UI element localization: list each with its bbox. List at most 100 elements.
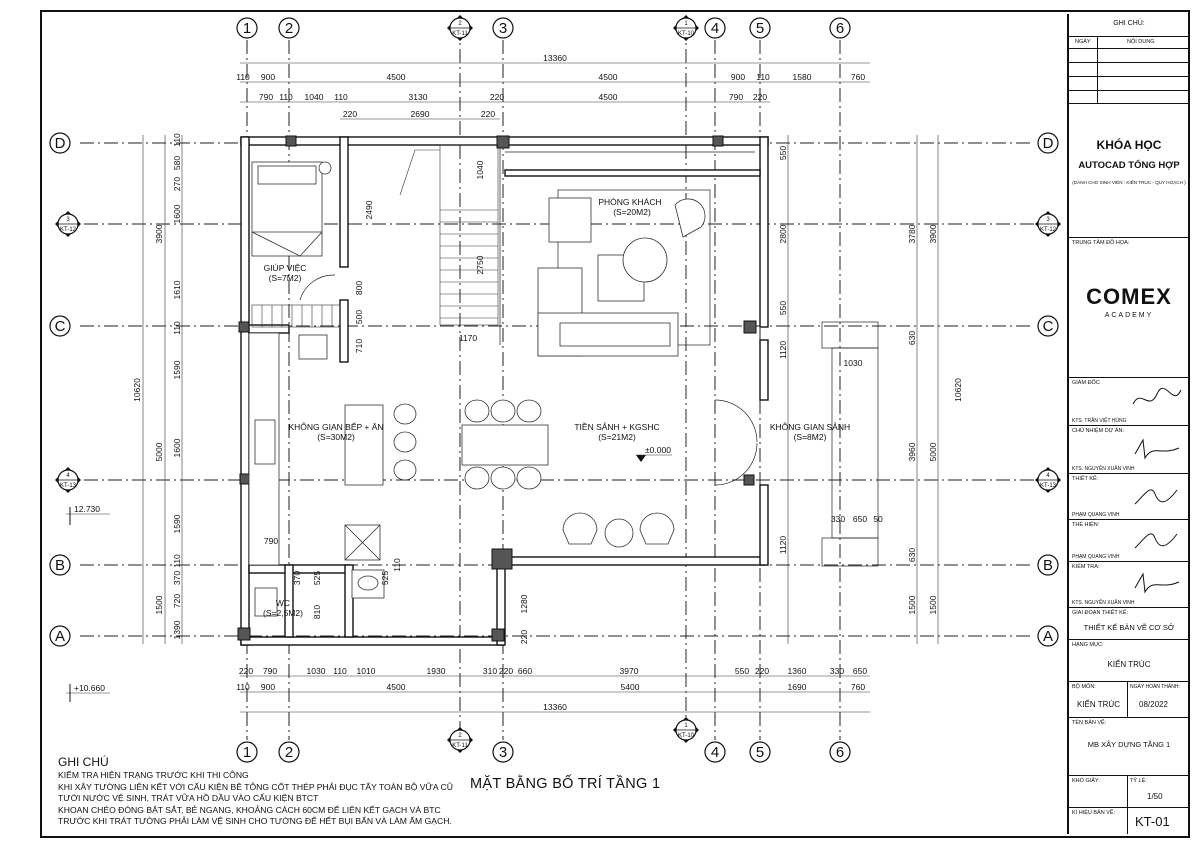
svg-text:4500: 4500 [599,92,618,102]
room-name: GIÚP VIỆC [264,263,307,273]
drawing-title: MẶT BẰNG BỐ TRÍ TẦNG 1 [470,776,661,792]
stairs [251,144,499,328]
svg-text:3900: 3900 [154,224,164,243]
axis-5-top: 5 [749,17,771,39]
dimensions-left: 10620 3900 5000 1500 110 580 270 1600 16… [132,133,183,644]
bed [251,161,323,257]
svg-text:110: 110 [756,72,770,82]
svg-text:550: 550 [735,666,749,676]
section-markers: 2KT-11 1KT-10 2KT-11 1KT-10 3KT-12 3KT-1… [55,15,1061,753]
svg-text:2750: 2750 [475,255,485,274]
svg-text:550: 550 [778,301,788,315]
svg-text:760: 760 [851,682,865,692]
svg-text:3970: 3970 [620,666,639,676]
note-line: KHI XÂY TƯỜNG LIÊN KẾT VỚI CẤU KIỆN BÊ T… [58,781,453,792]
room-name: PHÒNG KHÁCH [598,197,661,207]
columns [237,135,757,642]
svg-text:220: 220 [519,630,529,644]
dining-table [461,399,549,490]
dimensions-right: 10620 3780 3960 1500 3900 5000 1500 550 … [778,135,963,644]
drafter-cell: THỂ HIỆN: PHẠM QUANG VINH [1069,520,1189,562]
section-mark-1-top: 1KT-10 [673,15,699,41]
axis-markers-number: 1 2 3 4 5 6 1 2 3 4 5 6 [236,17,851,763]
axis-1-bottom: 1 [236,741,258,763]
svg-text:1590: 1590 [172,514,182,533]
svg-text:370: 370 [172,571,182,585]
checker-cell: KIỂM TRA: KTS. NGUYỄN XUÂN VINH [1069,562,1189,608]
section-mark-1-bottom: 1KT-10 [673,717,699,743]
notes-heading: GHI CHÚ [58,755,109,769]
axis-label: 4 [711,20,719,37]
category-cell: HẠNG MỤC: KIẾN TRÚC [1069,640,1189,682]
svg-text:1040: 1040 [305,92,324,102]
signature-icon [1134,438,1180,460]
axis-1-top: 1 [236,17,258,39]
axis-2-bottom: 2 [278,741,300,763]
svg-text:110: 110 [334,92,348,102]
svg-text:1390: 1390 [172,620,182,639]
title-block: GHI CHÚ: NGÀY NỘI DUNG KHÓA HỌC AUTOCAD … [1067,14,1189,834]
svg-text:10620: 10620 [953,378,963,402]
axis-label: A [55,628,65,645]
svg-text:3: 3 [66,217,70,223]
note-line: TƯỚI NƯỚC VỆ SINH, TRÁT VỮA HỒ DẦU VÀO C… [58,793,319,804]
svg-text:110: 110 [172,554,182,568]
svg-text:220: 220 [499,666,513,676]
svg-text:1610: 1610 [172,280,182,299]
axis-label: 5 [756,20,764,37]
note-line: TRƯỚC KHI TRÁT TƯỜNG PHẢI LÀM VỆ SINH CH… [58,816,452,827]
svg-text:4500: 4500 [387,682,406,692]
design-phase-cell: GIAI ĐOẠN THIẾT KẾ: THIẾT KẾ BẢN VẼ CƠ S… [1069,608,1189,640]
dim-total-bottom: 13360 [543,702,567,712]
axis-label: D [55,135,66,152]
room-area: (S=20M2) [613,207,651,217]
svg-text:525: 525 [380,571,390,585]
svg-text:3: 3 [1046,217,1050,223]
svg-text:4500: 4500 [599,72,618,82]
svg-text:1030: 1030 [844,358,863,368]
axis-label: 2 [285,744,293,761]
discipline-cell: BỘ MÔN: KIẾN TRÚC NGÀY HOÀN THÀNH: 08/20… [1069,682,1189,718]
svg-text:220: 220 [343,109,357,119]
room-area: (S=2,5M2) [263,608,303,618]
svg-text:810: 810 [312,605,322,619]
svg-text:330: 330 [831,514,845,524]
svg-text:220: 220 [481,109,495,119]
svg-text:500: 500 [354,310,364,324]
svg-text:1580: 1580 [793,72,812,82]
svg-text:790: 790 [264,536,278,546]
axis-D-left: D [49,132,71,154]
project-lead-cell: CHỦ NHIỆM DỰ ÁN: KTS. NGUYỄN XUÂN VINH [1069,426,1189,474]
svg-text:650: 650 [853,514,867,524]
svg-text:650: 650 [853,666,867,676]
level-markers: ±0.000 12.730 +10.660 [66,445,672,702]
axis-label: 5 [756,744,764,761]
svg-text:KT-11: KT-11 [452,743,468,749]
drawing-code-cell: KÍ HIỆU BẢN VẼ: KT-01 [1069,808,1189,834]
axis-label: 3 [499,20,507,37]
svg-text:5400: 5400 [621,682,640,692]
svg-text:3780: 3780 [907,224,917,243]
svg-text:110: 110 [236,682,250,692]
svg-text:310: 310 [483,666,497,676]
svg-text:KT-11: KT-11 [452,31,468,37]
svg-text:110: 110 [392,558,402,572]
room-name: TIỀN SẢNH + KGSHC [574,421,659,432]
svg-text:KT-12: KT-12 [1040,227,1057,233]
room-labels: PHÒNG KHÁCH (S=20M2) GIÚP VIỆC (S=7M2) K… [263,197,850,618]
signature-icon [1134,572,1180,594]
svg-text:790: 790 [263,666,277,676]
svg-text:580: 580 [172,156,182,170]
svg-text:110: 110 [172,321,182,335]
svg-text:1590: 1590 [172,360,182,379]
dimensions-top: 13360 110 900 4500 4500 900 110 1580 760… [236,53,870,120]
axis-3-top: 3 [492,17,514,39]
svg-text:720: 720 [172,594,182,608]
svg-text:900: 900 [261,682,275,692]
lounge-chairs [562,512,675,548]
svg-text:1500: 1500 [907,595,917,614]
section-mark-2-bottom: 2KT-11 [447,727,473,753]
section-mark-3-left: 3KT-12 [55,211,81,237]
axis-label: 6 [836,20,844,37]
